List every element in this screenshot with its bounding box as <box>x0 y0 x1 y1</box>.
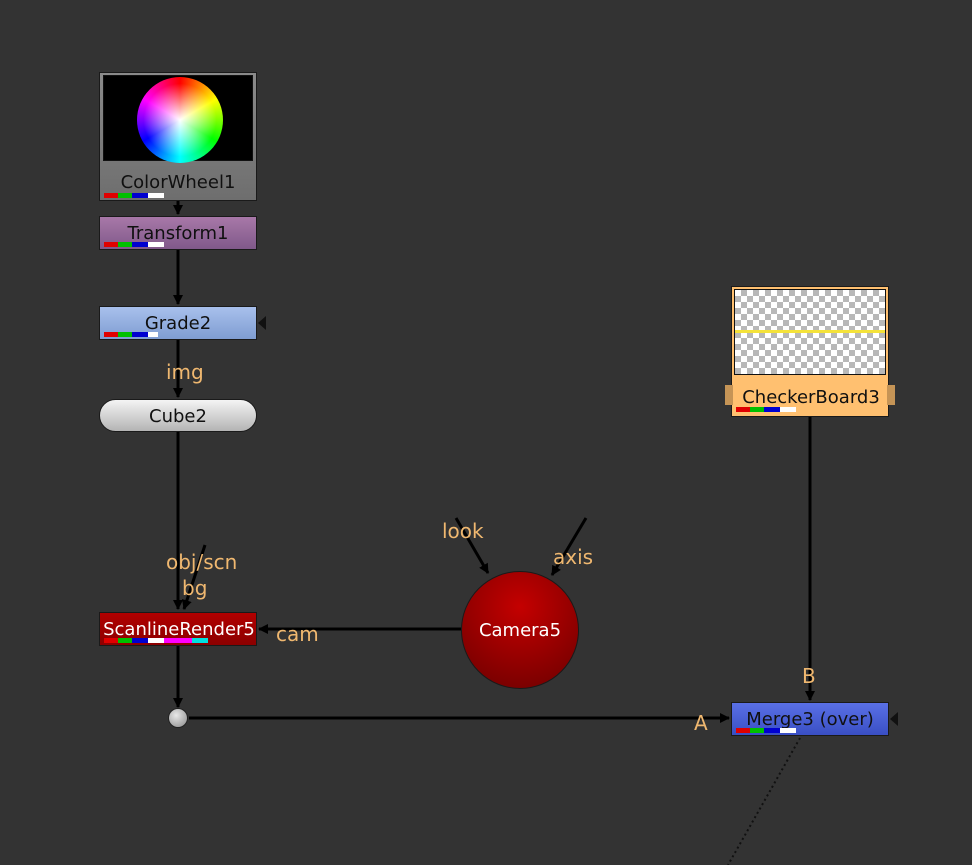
channel-green <box>750 728 764 733</box>
colorwheel-label: ColorWheel1 <box>120 172 236 193</box>
wire-camera-axis[interactable] <box>550 517 588 576</box>
wire-camera-look[interactable] <box>454 517 490 574</box>
channel-alpha <box>780 728 796 733</box>
camera-label: Camera5 <box>478 620 562 641</box>
port-label-bg: bg <box>182 576 208 600</box>
channel-red <box>104 638 118 643</box>
port-label-img: img <box>166 360 204 384</box>
port-label-a: A <box>694 711 708 735</box>
dot-node[interactable] <box>168 708 188 728</box>
channel-extra-magenta <box>164 638 192 643</box>
cube-node[interactable]: Cube2 <box>99 399 257 432</box>
channel-blue <box>132 638 148 643</box>
channel-red <box>736 407 750 412</box>
merge-node[interactable]: Merge3 (over) <box>731 702 889 736</box>
channel-extra-cyan <box>192 638 208 643</box>
wire-bg-input[interactable] <box>182 544 207 610</box>
scanline-render-node[interactable]: ScanlineRender5 <box>99 612 257 646</box>
channel-green <box>118 242 132 247</box>
checkerboard-node[interactable]: CheckerBoard3 <box>725 286 895 417</box>
colorwheel-node[interactable]: ColorWheel1 <box>99 72 257 201</box>
cube-label: Cube2 <box>149 406 207 427</box>
channel-alpha <box>148 242 164 247</box>
grade-mask-input[interactable] <box>258 316 266 330</box>
channel-red <box>736 728 750 733</box>
transform-node[interactable]: Transform1 <box>99 216 257 250</box>
port-label-b: B <box>802 664 816 688</box>
port-label-cam: cam <box>276 622 319 646</box>
checkerboard-center-line <box>735 330 885 333</box>
channel-blue <box>764 728 780 733</box>
channel-blue <box>764 407 780 412</box>
merge-mask-input[interactable] <box>890 712 898 726</box>
transform-label: Transform1 <box>127 223 229 244</box>
channel-alpha <box>148 193 164 198</box>
channel-green <box>118 638 132 643</box>
colorwheel-thumbnail <box>103 75 253 163</box>
channel-alpha <box>148 332 158 337</box>
channel-blue <box>132 242 148 247</box>
channel-green <box>750 407 764 412</box>
checkerboard-right-tab <box>887 385 895 405</box>
port-label-look: look <box>442 519 484 543</box>
camera-node[interactable]: Camera5 <box>461 571 579 689</box>
checkerboard-label: CheckerBoard3 <box>742 387 880 408</box>
colorwheel-icon <box>137 77 223 163</box>
channel-red <box>104 332 118 337</box>
channel-alpha <box>780 407 796 412</box>
channel-red <box>104 242 118 247</box>
port-label-axis: axis <box>553 545 594 569</box>
channel-green <box>118 193 132 198</box>
merge-label: Merge3 (over) <box>746 709 874 730</box>
scanline-render-label: ScanlineRender5 <box>103 619 255 640</box>
channel-blue <box>132 332 148 337</box>
grade-node[interactable]: Grade2 <box>99 306 257 340</box>
channel-red <box>104 193 118 198</box>
channel-alpha <box>148 638 164 643</box>
wire-merge-output[interactable] <box>727 737 801 865</box>
checkerboard-left-tab <box>725 385 733 405</box>
channel-blue <box>132 193 148 198</box>
grade-label: Grade2 <box>144 313 212 334</box>
port-label-obj-scn: obj/scn <box>166 550 238 574</box>
channel-green <box>118 332 132 337</box>
checkerboard-thumbnail <box>734 289 886 375</box>
